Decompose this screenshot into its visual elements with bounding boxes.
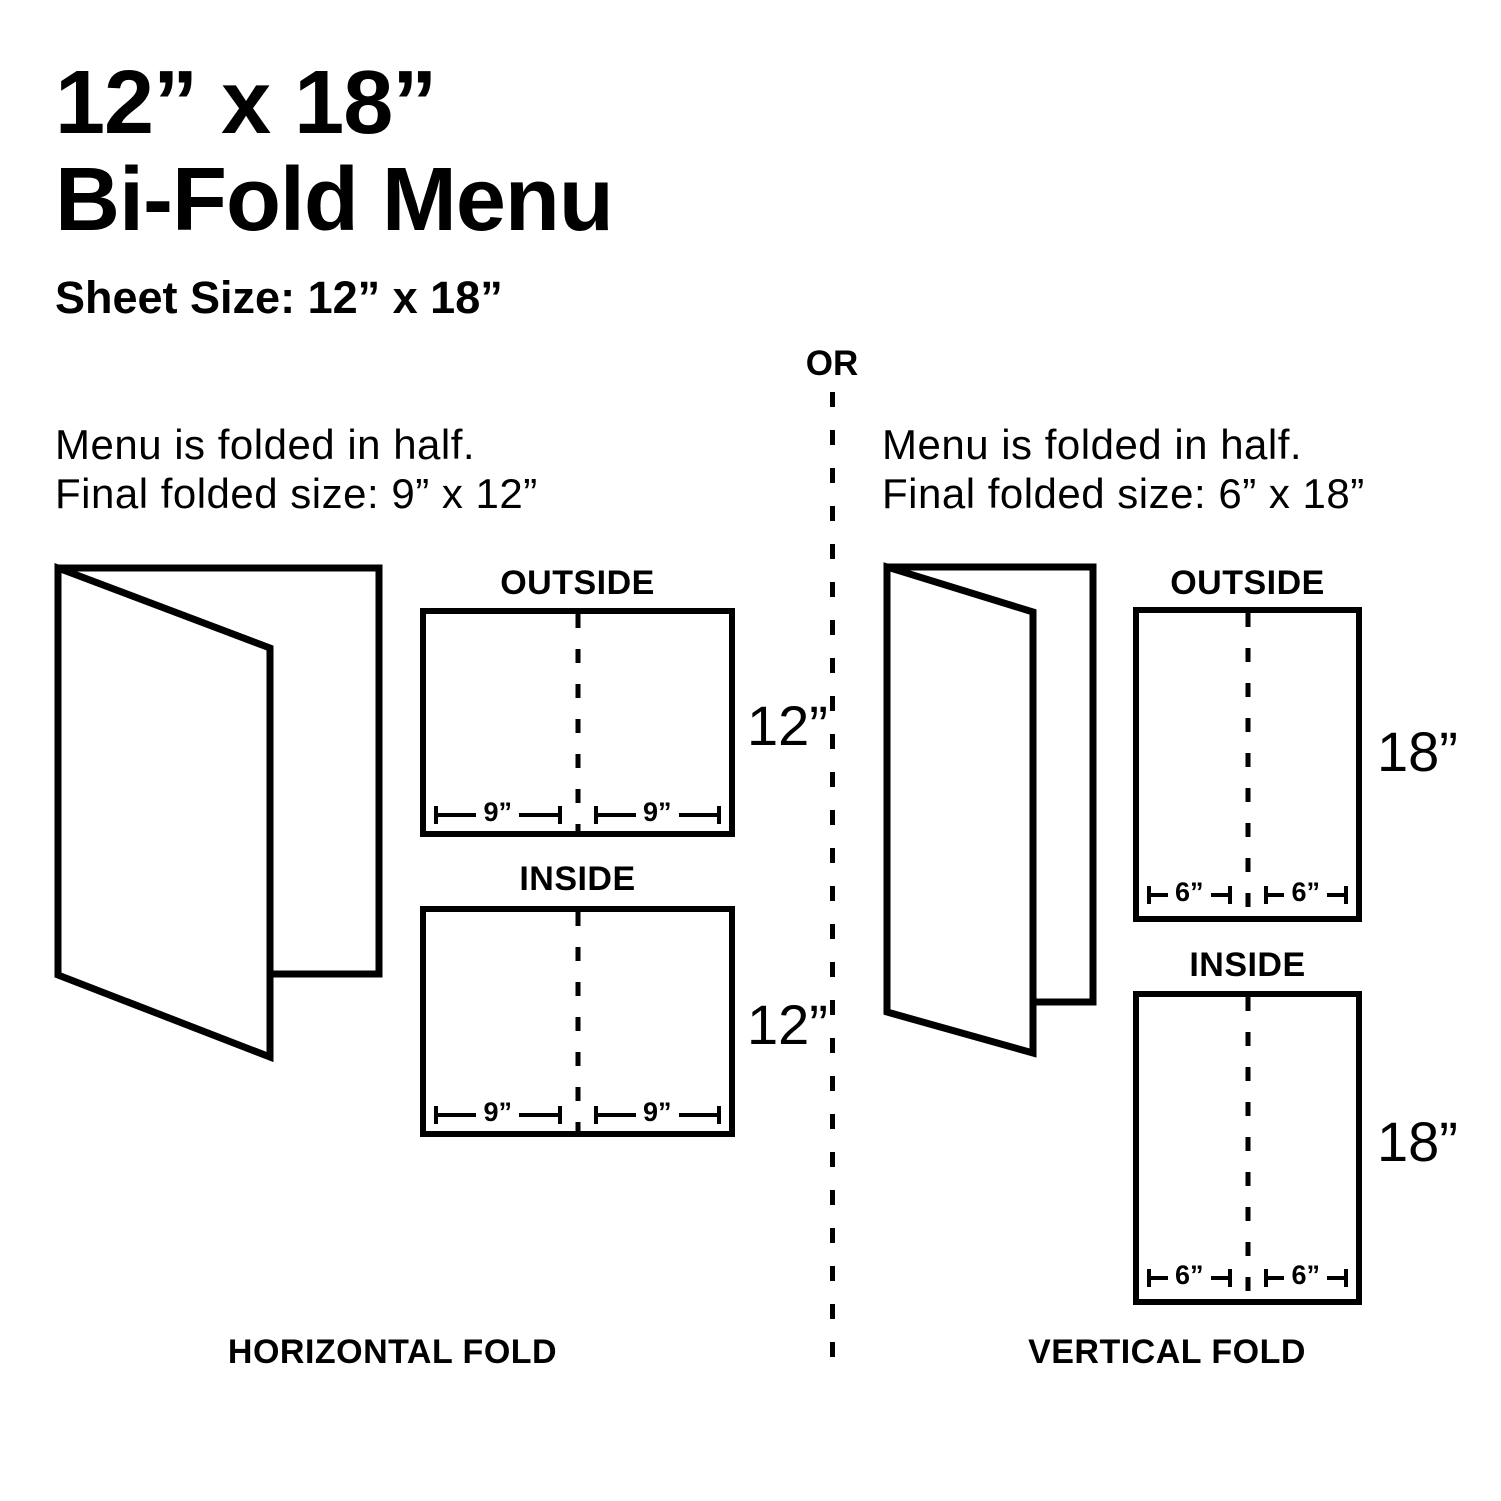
- center-fold-dashed-line-icon: [575, 912, 580, 1131]
- right-outside-height-label: 18”: [1377, 720, 1458, 783]
- dimension-tick: [1227, 1269, 1232, 1287]
- dimension-line: [597, 1113, 636, 1117]
- left-inside-sheet: 9” 9”: [420, 906, 735, 1137]
- right-description-line-1: Menu is folded in half.: [882, 421, 1303, 468]
- right-inside-height-label: 18”: [1377, 1110, 1458, 1173]
- left-inside-label: INSIDE: [519, 860, 636, 898]
- left-inside-height-label: 12”: [747, 993, 828, 1056]
- dimension-value: 6”: [1291, 876, 1321, 907]
- title-line-1: 12” x 18”: [55, 53, 437, 153]
- dimension-tick: [1344, 1269, 1348, 1287]
- dimension-tick: [1147, 886, 1151, 904]
- sheet-size-subtitle: Sheet Size: 12” x 18”: [55, 272, 503, 323]
- dimension-value: 6”: [1174, 1259, 1204, 1290]
- dimension-line: [678, 1113, 717, 1117]
- dimension-marker: 6”: [1263, 1261, 1348, 1288]
- vertical-bifold-menu-icon: [883, 562, 1097, 1058]
- dimension-value: 9”: [642, 796, 672, 827]
- dimension-tick: [557, 806, 562, 824]
- dimension-line: [438, 813, 477, 817]
- left-description-line-2: Final folded size: 9” x 12”: [55, 470, 538, 517]
- dimension-line: [1267, 893, 1285, 897]
- divider-dashed-line-icon: [830, 392, 835, 1367]
- dimension-line: [1210, 1276, 1228, 1280]
- right-inside-label: INSIDE: [1189, 946, 1306, 984]
- dimension-tick: [1263, 886, 1268, 904]
- dimension-marker: 9”: [593, 798, 721, 825]
- dimension-line: [1327, 1276, 1344, 1280]
- dimension-marker: 6”: [1263, 878, 1348, 905]
- dimension-line: [597, 813, 636, 817]
- dimension-value: 9”: [483, 1096, 513, 1127]
- front-cover-shape: [883, 562, 1037, 1058]
- dimension-line: [1151, 893, 1168, 897]
- dimension-marker: 6”: [1147, 1261, 1232, 1288]
- dimension-marker: 9”: [434, 798, 562, 825]
- dimension-tick: [1263, 1269, 1268, 1287]
- width-dimensions: 6” 6”: [1147, 878, 1348, 905]
- page-title: 12” x 18” Bi-Fold Menu: [55, 53, 614, 250]
- dimension-marker: 9”: [434, 1098, 562, 1125]
- dimension-tick: [593, 1106, 598, 1124]
- dimension-tick: [434, 806, 438, 824]
- horizontal-fold-caption: HORIZONTAL FOLD: [227, 1333, 558, 1371]
- dimension-tick: [1344, 886, 1348, 904]
- dimension-tick: [434, 1106, 438, 1124]
- dimension-line: [438, 1113, 477, 1117]
- dimension-marker: 6”: [1147, 878, 1232, 905]
- dimension-line: [1267, 1276, 1285, 1280]
- width-dimensions: 9” 9”: [434, 1098, 721, 1125]
- right-inside-sheet: 6” 6”: [1133, 991, 1362, 1305]
- dimension-tick: [1147, 1269, 1151, 1287]
- left-outside-sheet: 9” 9”: [420, 608, 735, 837]
- dimension-tick: [593, 806, 598, 824]
- dimension-value: 6”: [1174, 876, 1204, 907]
- vertical-fold-caption: VERTICAL FOLD: [1028, 1333, 1306, 1371]
- left-outside-label: OUTSIDE: [500, 564, 655, 602]
- dimension-line: [1327, 893, 1344, 897]
- center-fold-dashed-line-icon: [1245, 613, 1250, 916]
- dimension-marker: 9”: [593, 1098, 721, 1125]
- left-fold-description: Menu is folded in half. Final folded siz…: [55, 420, 538, 518]
- dimension-line: [519, 813, 558, 817]
- center-fold-dashed-line-icon: [1245, 997, 1250, 1299]
- horizontal-bifold-menu-icon: [54, 562, 383, 1063]
- dimension-tick: [717, 1106, 721, 1124]
- left-outside-height-label: 12”: [747, 694, 828, 757]
- dimension-tick: [1227, 886, 1232, 904]
- right-outside-label: OUTSIDE: [1170, 564, 1325, 602]
- dimension-line: [1210, 893, 1228, 897]
- front-cover-shape: [54, 562, 274, 1063]
- dimension-line: [519, 1113, 558, 1117]
- dimension-value: 9”: [642, 1096, 672, 1127]
- right-description-line-2: Final folded size: 6” x 18”: [882, 470, 1365, 517]
- right-fold-description: Menu is folded in half. Final folded siz…: [882, 420, 1365, 518]
- dimension-line: [678, 813, 717, 817]
- dimension-line: [1151, 1276, 1168, 1280]
- left-description-line-1: Menu is folded in half.: [55, 421, 476, 468]
- width-dimensions: 9” 9”: [434, 798, 721, 825]
- width-dimensions: 6” 6”: [1147, 1261, 1348, 1288]
- dimension-tick: [717, 806, 721, 824]
- dimension-value: 6”: [1291, 1259, 1321, 1290]
- right-outside-sheet: 6” 6”: [1133, 607, 1362, 922]
- dimension-value: 9”: [483, 796, 513, 827]
- dimension-tick: [557, 1106, 562, 1124]
- title-line-2: Bi-Fold Menu: [55, 150, 614, 250]
- or-divider-label: OR: [805, 344, 859, 383]
- center-fold-dashed-line-icon: [575, 614, 580, 831]
